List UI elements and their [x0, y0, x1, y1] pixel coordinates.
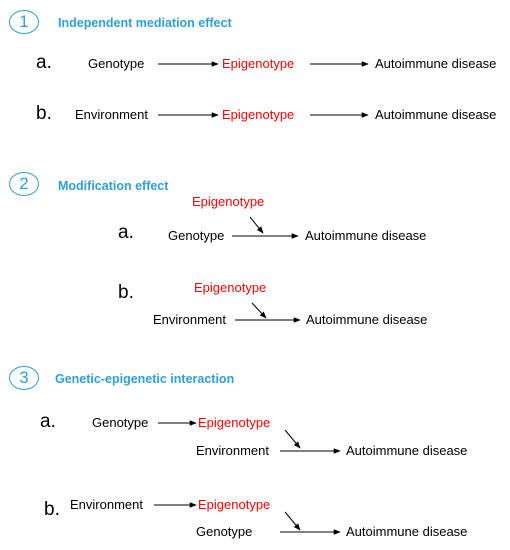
section-1a-outcome: Autoimmune disease [375, 56, 497, 71]
section-3-number-badge: 3 [9, 366, 39, 390]
section-2b-letter: b. [118, 282, 134, 303]
section-3a-mediator: Epigenotype [198, 415, 271, 430]
section-3a-source: Genotype [92, 415, 149, 430]
section-3b-letter: b. [44, 499, 60, 520]
arrow-3b-interaction [284, 511, 301, 531]
section-1b-source: Environment [75, 107, 148, 122]
section-3a-second: Environment [196, 443, 269, 458]
section-1b-letter: b. [36, 103, 52, 124]
section-1-title: Independent mediation effect [58, 16, 232, 30]
section-2b-outcome: Autoimmune disease [306, 312, 428, 327]
section-2a-letter: a. [118, 222, 134, 243]
section-1b-outcome: Autoimmune disease [375, 107, 497, 122]
section-2b-modifier: Epigenotype [194, 280, 267, 295]
section-2b-source: Environment [153, 312, 226, 327]
section-2a-source: Genotype [168, 228, 225, 243]
section-3b-source: Environment [70, 497, 143, 512]
section-3a-outcome: Autoimmune disease [346, 443, 468, 458]
section-2-title: Modification effect [58, 179, 169, 193]
section-1-number-badge: 1 [9, 10, 39, 34]
section-2a-modifier: Epigenotype [192, 194, 265, 209]
section-1b-mediator: Epigenotype [222, 107, 295, 122]
section-1a-source: Genotype [88, 56, 145, 71]
section-2a-outcome: Autoimmune disease [305, 228, 427, 243]
section-1a-letter: a. [36, 52, 52, 73]
section-1a-mediator: Epigenotype [222, 56, 295, 71]
arrow-2b-epigenotype-modifier [251, 302, 267, 319]
arrow-3a-interaction [284, 429, 301, 449]
section-3-title: Genetic-epigenetic interaction [55, 372, 235, 386]
section-3b-second: Genotype [196, 524, 253, 539]
section-3b-outcome: Autoimmune disease [346, 524, 468, 539]
section-3a-letter: a. [40, 411, 56, 432]
section-2-number-badge: 2 [9, 172, 39, 196]
section-3b-mediator: Epigenotype [198, 497, 271, 512]
arrow-2a-epigenotype-modifier [249, 216, 264, 234]
